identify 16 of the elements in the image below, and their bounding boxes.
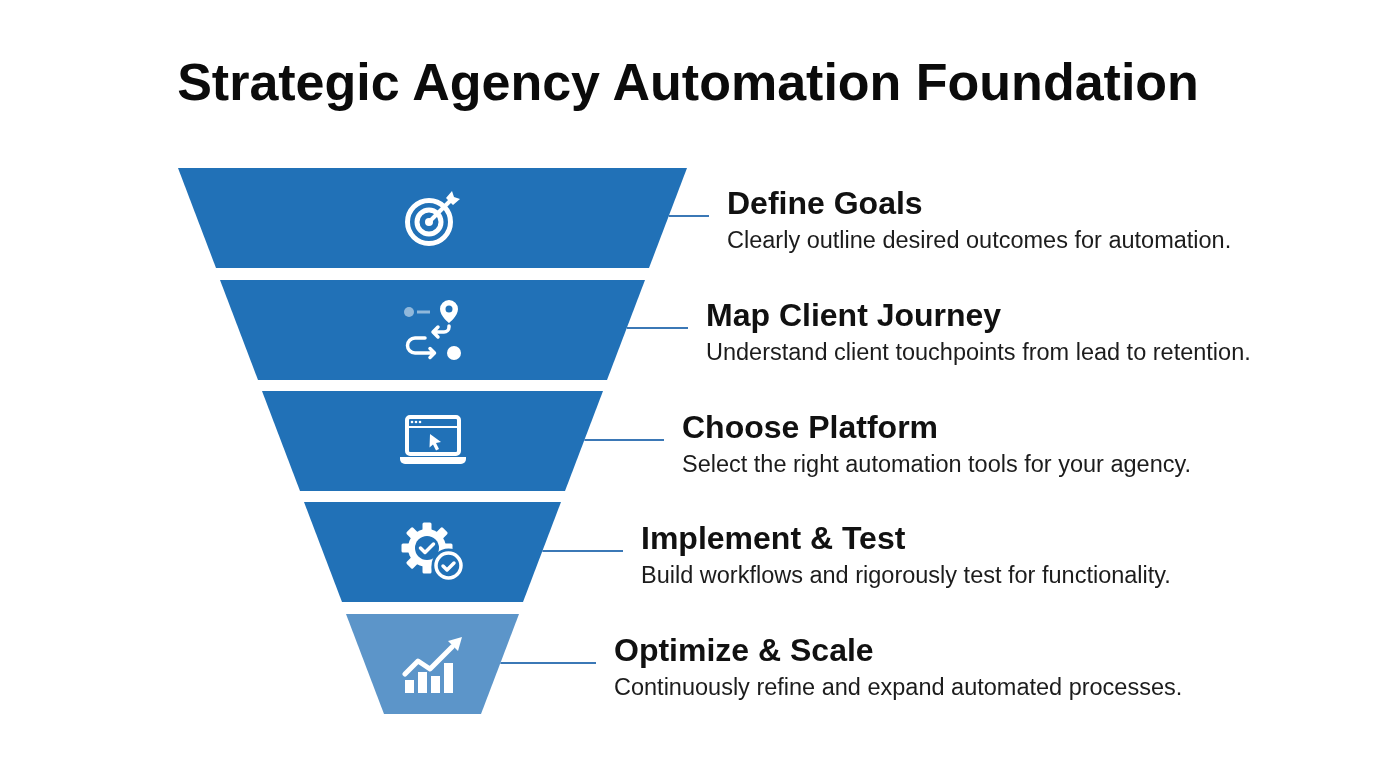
connector-line [625, 327, 689, 329]
step-description: Understand client touchpoints from lead to retention. [706, 338, 1251, 366]
step-description: Select the right automation tools for your agency. [682, 450, 1191, 478]
step-heading: Implement & Test [641, 519, 906, 557]
step-description: Build workflows and rigorously test for functionality. [641, 561, 1171, 589]
connector-line [541, 550, 624, 552]
step-heading: Map Client Journey [706, 296, 1002, 334]
connector-line [499, 662, 597, 664]
step-heading: Optimize & Scale [614, 631, 874, 669]
connector-line [583, 439, 665, 441]
diagram-title: Strategic Agency Automation Foundation [177, 52, 1199, 113]
step-description: Clearly outline desired outcomes for automation. [727, 226, 1232, 254]
step-heading: Define Goals [727, 184, 923, 222]
connector-line [667, 215, 710, 217]
step-description: Continuously refine and expand automated processes. [614, 673, 1183, 701]
step-heading: Choose Platform [682, 408, 939, 446]
